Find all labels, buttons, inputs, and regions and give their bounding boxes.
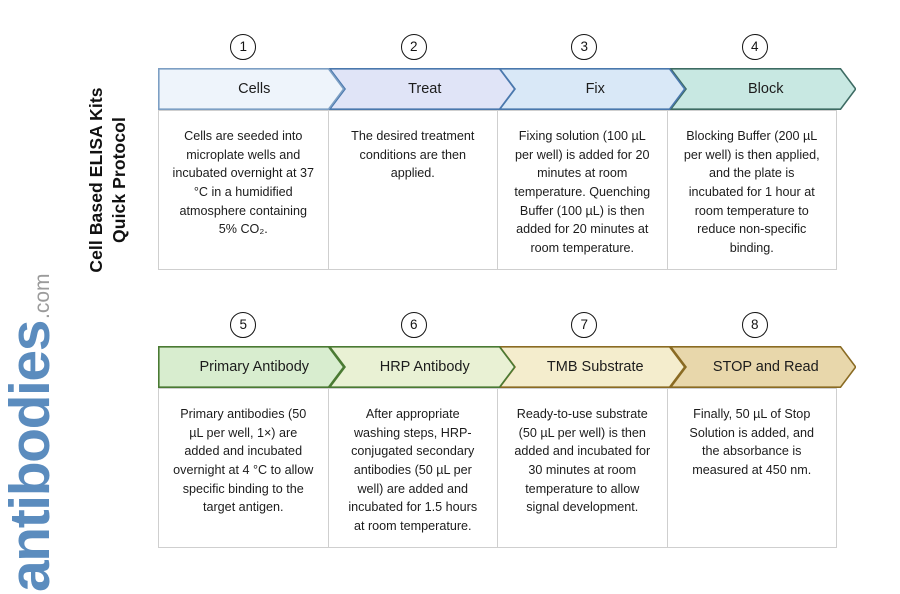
process-step-label: Treat (408, 81, 442, 97)
brand-logo-suffix: .com (31, 273, 54, 319)
step-number-value: 2 (409, 39, 418, 55)
process-step-chevron[interactable]: Cells (158, 68, 345, 110)
chevron-shape (158, 346, 345, 388)
step-number-badge: 4 (741, 34, 768, 60)
process-step-label: STOP and Read (712, 359, 819, 375)
process-step-label: Primary Antibody (199, 359, 310, 375)
process-step-description-cell: Fixing solution (100 µL per well) is add… (497, 110, 668, 270)
process-step-chevron[interactable]: Fix (499, 68, 686, 110)
process-step-description-cell: Finally, 50 µL of Stop Solution is added… (666, 388, 837, 548)
brand-logo: antibodies .com (0, 273, 72, 592)
process-flow-row-1: 1 2 3 4 Cells Treat Fix Block Cells are seeded… (158, 34, 856, 270)
chevron-band-1: Cells Treat Fix Block (158, 68, 856, 110)
process-step-description-cell: Blocking Buffer (200 µL per well) is the… (666, 110, 837, 270)
page-title-line-2: Quick Protocol (109, 117, 129, 243)
step-number-strip-1: 1 2 3 4 (158, 34, 840, 68)
chevron-shape (328, 346, 515, 388)
process-step-label: TMB Substrate (546, 359, 644, 375)
process-step-chevron[interactable]: Primary Antibody (158, 346, 345, 388)
chevron-band-2: Primary Antibody HRP Antibody TMB Substrat… (158, 346, 856, 388)
process-step-description-text: Cells are seeded into microplate wells a… (172, 129, 314, 237)
process-step-description-text: Ready-to-use substrate (50 µL per well) … (514, 407, 651, 515)
brand-logo-name: antibodies (0, 320, 62, 592)
process-step-description-text: The desired treatment conditions are the… (351, 129, 475, 181)
step-number-badge: 7 (571, 312, 598, 338)
page-title-line-1: Cell Based ELISA Kits (85, 87, 106, 273)
process-step-description-text: Blocking Buffer (200 µL per well) is the… (683, 129, 820, 255)
process-step-description-cell: Primary antibodies (50 µL per well, 1×) … (158, 388, 329, 548)
chevron-shape (669, 346, 856, 388)
process-step-chevron[interactable]: TMB Substrate (499, 346, 686, 388)
process-step-description-cell: The desired treatment conditions are the… (327, 110, 498, 270)
process-flow-row-2: 5 6 7 8 Primary Antibody HRP Antibody TMB Sub… (158, 312, 856, 548)
chevron-shape (328, 68, 515, 110)
step-number-badge: 8 (741, 312, 768, 338)
process-step-chevron[interactable]: Treat (328, 68, 515, 110)
chevron-shape (158, 68, 345, 110)
process-step-description-text: Finally, 50 µL of Stop Solution is added… (689, 407, 815, 477)
process-step-description-text: After appropriate washing steps, HRP-con… (348, 407, 478, 533)
step-number-value: 5 (239, 317, 247, 333)
chevron-shape (499, 346, 686, 388)
process-step-label: Cells (238, 81, 271, 97)
chevron-shape (499, 68, 686, 110)
process-step-description-cell: Cells are seeded into microplate wells a… (158, 110, 329, 270)
process-step-label: Block (748, 81, 784, 97)
process-step-chevron[interactable]: Block (669, 68, 856, 110)
process-step-description-cell: After appropriate washing steps, HRP-con… (327, 388, 498, 548)
step-number-badge: 2 (400, 34, 427, 60)
step-number-strip-2: 5 6 7 8 (158, 312, 840, 346)
step-body-band-2: Primary antibodies (50 µL per well, 1×) … (158, 388, 840, 548)
chevron-shape (669, 68, 856, 110)
step-number-value: 6 (409, 317, 418, 333)
process-step-label: Fix (585, 81, 605, 97)
page-title: Cell Based ELISA Kits Quick Protocol (78, 40, 138, 320)
step-number-value: 7 (580, 317, 588, 333)
step-number-badge: 3 (571, 34, 598, 60)
step-number-badge: 6 (400, 312, 427, 338)
step-number-value: 8 (750, 317, 759, 333)
process-step-chevron[interactable]: STOP and Read (669, 346, 856, 388)
step-number-badge: 5 (230, 312, 257, 338)
process-step-description-text: Primary antibodies (50 µL per well, 1×) … (173, 407, 314, 515)
process-step-description-text: Fixing solution (100 µL per well) is add… (514, 129, 651, 255)
step-number-badge: 1 (230, 34, 257, 60)
step-number-value: 3 (580, 39, 588, 55)
step-body-band-1: Cells are seeded into microplate wells a… (158, 110, 840, 270)
process-step-description-cell: Ready-to-use substrate (50 µL per well) … (497, 388, 668, 548)
process-step-chevron[interactable]: HRP Antibody (328, 346, 515, 388)
step-number-value: 1 (239, 39, 247, 55)
process-step-label: HRP Antibody (379, 359, 470, 375)
step-number-value: 4 (750, 39, 759, 55)
